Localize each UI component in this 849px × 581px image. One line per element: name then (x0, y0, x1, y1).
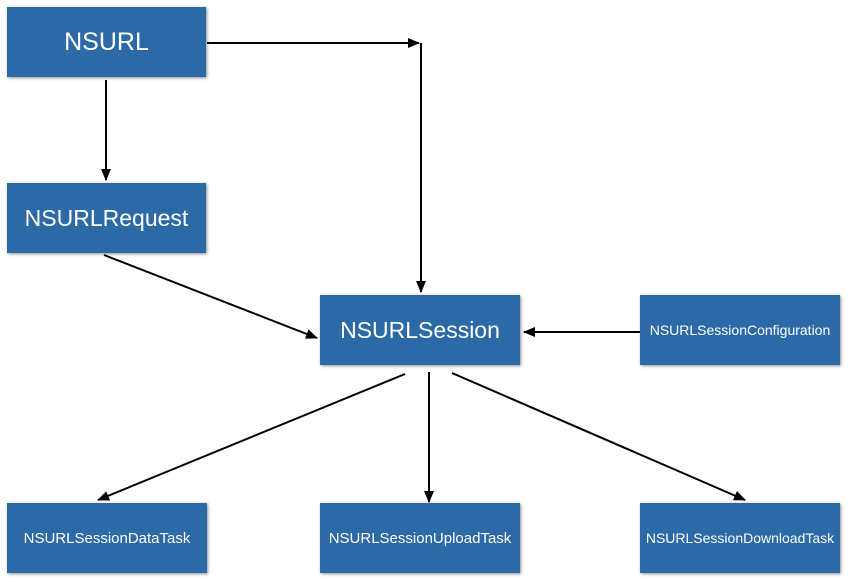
node-session-configuration: NSURLSessionConfiguration (640, 295, 840, 365)
node-session-configuration-label: NSURLSessionConfiguration (649, 322, 831, 338)
node-nsurl: NSURL (7, 7, 206, 77)
node-nsurl-request: NSURLRequest (7, 183, 206, 253)
node-nsurl-session-label: NSURLSession (340, 316, 500, 343)
node-nsurl-request-label: NSURLRequest (24, 204, 189, 231)
node-download-task: NSURLSessionDownloadTask (640, 503, 840, 573)
node-upload-task-label: NSURLSessionUploadTask (328, 529, 512, 547)
node-data-task: NSURLSessionDataTask (7, 503, 207, 573)
edge-request-to-session (103, 254, 318, 339)
node-download-task-label: NSURLSessionDownloadTask (645, 530, 835, 546)
edge-session-to-data-task (97, 373, 406, 501)
edge-session-to-download-task (451, 372, 746, 501)
node-data-task-label: NSURLSessionDataTask (23, 529, 191, 547)
node-upload-task: NSURLSessionUploadTask (320, 503, 520, 573)
node-nsurl-session: NSURLSession (320, 295, 520, 365)
node-nsurl-label: NSURL (64, 27, 149, 56)
